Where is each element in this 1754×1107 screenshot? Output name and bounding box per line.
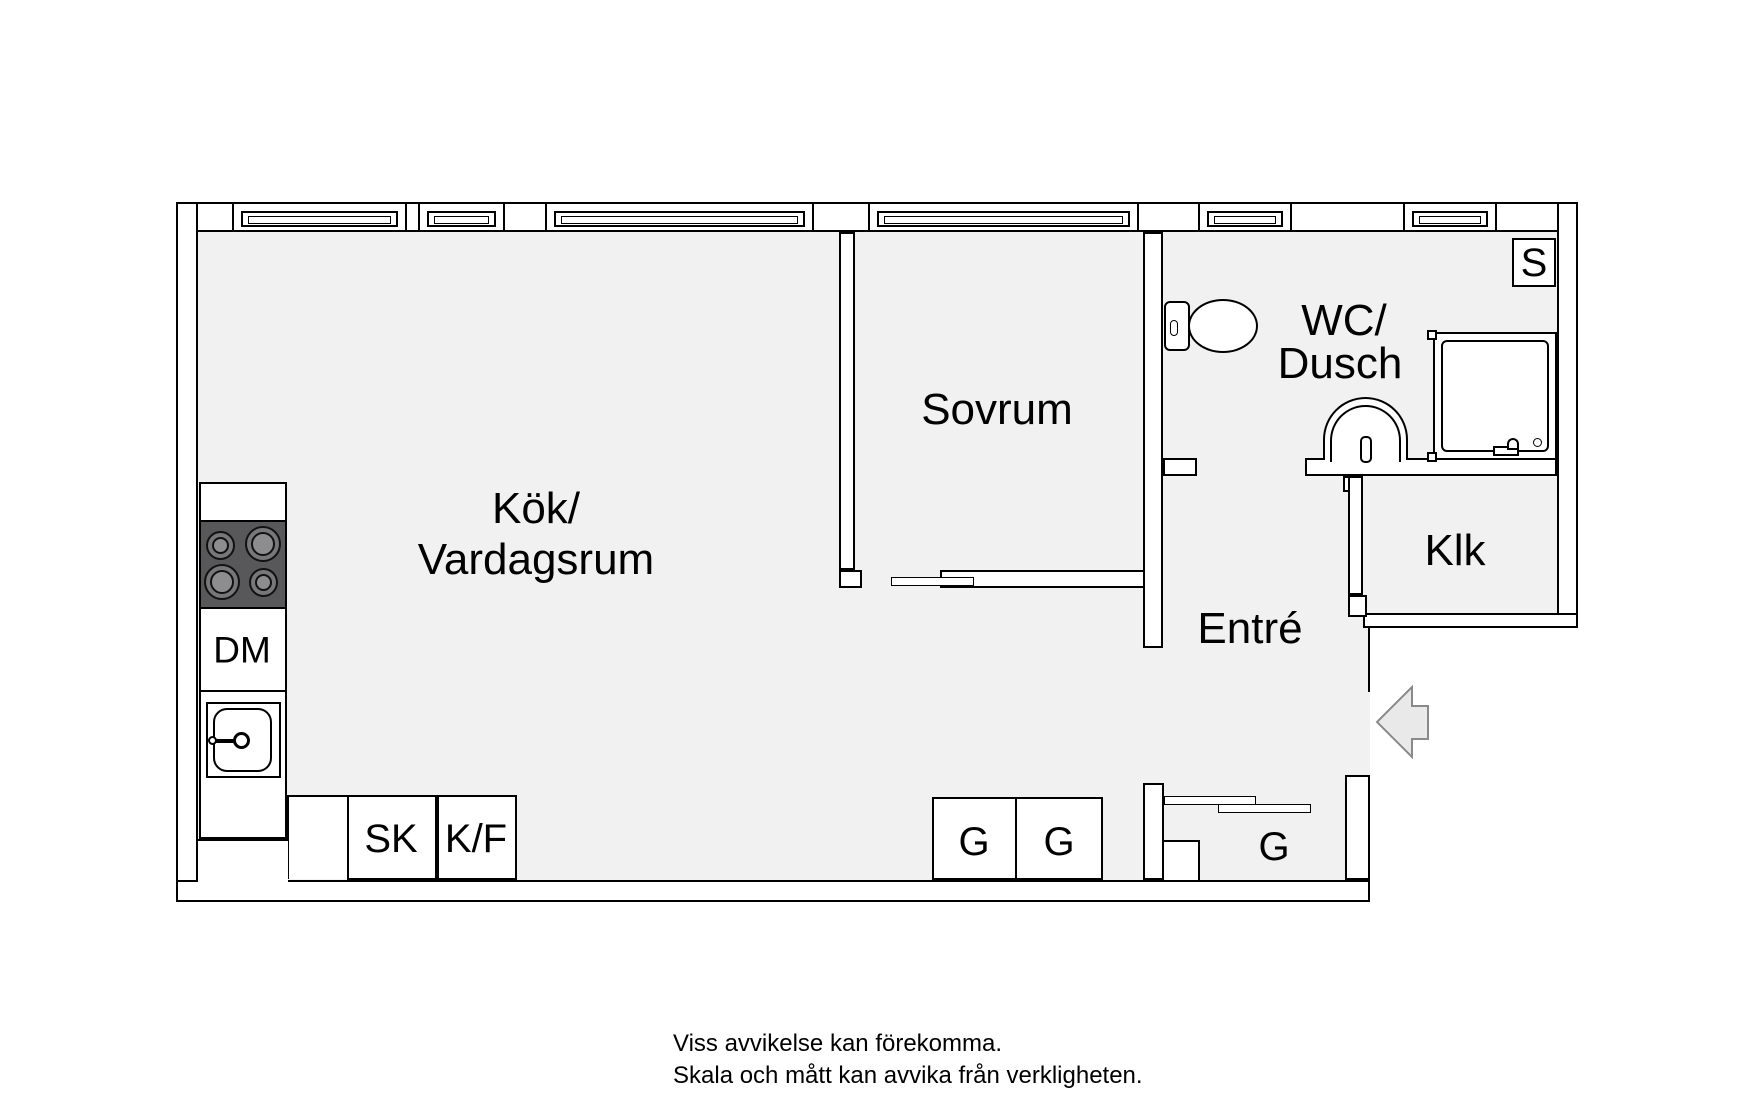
hall-wardrobe-pillar bbox=[1143, 783, 1164, 880]
entry-threshold-line bbox=[1368, 628, 1370, 692]
outside-area-bottom-right bbox=[1370, 628, 1620, 910]
window-glass bbox=[248, 216, 391, 224]
exterior-wall-right bbox=[1557, 202, 1578, 628]
bathroom-west-wall bbox=[1143, 232, 1163, 648]
broom-closet-label: SK bbox=[364, 817, 418, 861]
room-label-kitchen-living-1: Kök/ bbox=[491, 484, 581, 533]
floor-area bbox=[198, 232, 1557, 880]
shower-drain bbox=[1533, 438, 1542, 447]
disclaimer-line-2: Skala och mått kan avvika från verklighe… bbox=[673, 1062, 1143, 1089]
burner-icon bbox=[206, 531, 235, 560]
bedroom-sliding-door bbox=[891, 577, 974, 586]
washbasin-tap bbox=[1360, 436, 1372, 463]
window-2 bbox=[418, 202, 505, 232]
kitchen-sink-icon bbox=[206, 702, 281, 778]
window-4 bbox=[868, 202, 1139, 232]
recess-bottom-left bbox=[198, 839, 288, 884]
shower-tray bbox=[1441, 340, 1549, 452]
room-label-bathroom-1: WC/ bbox=[1301, 296, 1387, 345]
toilet-bowl bbox=[1188, 299, 1258, 353]
shower-hinge bbox=[1427, 452, 1437, 462]
sink-faucet-ring bbox=[233, 732, 250, 749]
entry-east-wall bbox=[1345, 775, 1370, 880]
burner-icon bbox=[249, 568, 278, 597]
shower-icon bbox=[1427, 330, 1557, 462]
exterior-wall-bottom bbox=[176, 880, 1370, 902]
closet-south-wall bbox=[1363, 613, 1578, 628]
sink-faucet-knob bbox=[208, 736, 217, 745]
disclaimer-line-1: Viss avvikelse kan förekomma. bbox=[673, 1030, 1003, 1057]
room-label-bathroom-2: Dusch bbox=[1277, 339, 1403, 388]
dishwasher-label: DM bbox=[213, 629, 271, 671]
shower-mixer bbox=[1493, 446, 1519, 456]
room-label-bedroom: Sovrum bbox=[921, 385, 1073, 434]
entry-arrow-icon bbox=[1375, 684, 1429, 760]
shaft-label: S bbox=[1520, 241, 1548, 285]
hall-wardrobe-door-2 bbox=[1218, 804, 1311, 813]
hall-wardrobe-step bbox=[1164, 840, 1200, 880]
bedroom-west-wall-foot bbox=[839, 570, 862, 588]
window-3 bbox=[545, 202, 814, 232]
toilet-icon bbox=[1164, 301, 1190, 351]
shower-handle bbox=[1507, 438, 1519, 450]
hall-wardrobe-door-1 bbox=[1164, 796, 1256, 805]
window-1 bbox=[232, 202, 407, 232]
fridge-freezer-box bbox=[437, 795, 517, 880]
burner-icon bbox=[204, 564, 240, 600]
burner-icon bbox=[245, 526, 281, 562]
window-glass bbox=[1419, 216, 1481, 224]
bathroom-south-wall-left-jamb bbox=[1163, 458, 1197, 476]
wardrobe-label-c: G bbox=[1258, 825, 1290, 869]
toilet-flush bbox=[1170, 320, 1178, 336]
wardrobe-label-a: G bbox=[958, 820, 990, 864]
room-label-kitchen-living-2: Vardagsrum bbox=[417, 535, 655, 584]
window-5 bbox=[1198, 202, 1292, 232]
recess-under-counter bbox=[287, 795, 347, 879]
window-glass bbox=[561, 216, 798, 224]
closet-west-wall-foot bbox=[1348, 595, 1367, 617]
shaft-box bbox=[1512, 238, 1556, 287]
shower-hinge bbox=[1427, 330, 1437, 340]
room-label-closet: Klk bbox=[1424, 526, 1486, 575]
room-label-entry: Entré bbox=[1197, 604, 1303, 653]
fridge-freezer-label: K/F bbox=[444, 817, 508, 861]
wardrobe-box-b bbox=[1015, 797, 1103, 880]
stove-icon bbox=[199, 520, 287, 609]
window-glass bbox=[1214, 216, 1276, 224]
sink-faucet bbox=[212, 739, 240, 743]
window-glass bbox=[884, 216, 1123, 224]
counter-divider-line bbox=[199, 690, 287, 692]
broom-closet-box bbox=[347, 795, 437, 880]
disclaimer-note: Viss avvikelse kan förekomma. Skala och … bbox=[673, 1028, 1143, 1092]
exterior-wall-left bbox=[176, 202, 198, 902]
closet-west-wall bbox=[1348, 476, 1363, 595]
washbasin-inner bbox=[1330, 405, 1401, 462]
wardrobe-label-b: G bbox=[1043, 820, 1075, 864]
window-glass bbox=[434, 216, 489, 224]
window-6 bbox=[1403, 202, 1497, 232]
bedroom-west-wall bbox=[839, 232, 855, 570]
kitchen-counter bbox=[199, 482, 287, 839]
